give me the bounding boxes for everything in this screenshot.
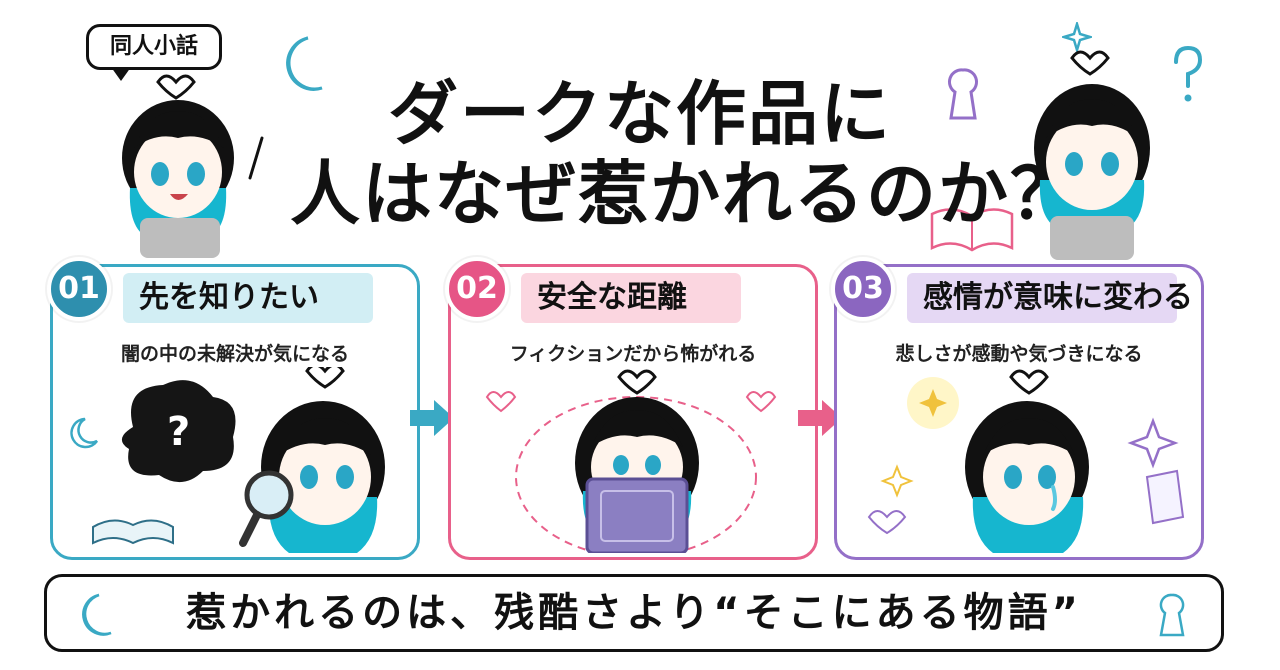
panel-2: 02 安全な距離 フィクションだから怖がれる	[445, 257, 818, 560]
character-holding-book-icon	[485, 369, 777, 553]
panel-1-subtitle: 闇の中の未解決が気になる	[120, 343, 349, 365]
panel-1: 01 先を知りたい 闇の中の未解決が気になる ?	[47, 257, 420, 560]
question-mark-icon	[1174, 45, 1203, 102]
character-left-icon	[122, 74, 264, 258]
svg-text:?: ?	[167, 409, 190, 455]
panel-3-heading: 感情が意味に変わる	[907, 273, 1193, 323]
panel-3-number: 03	[831, 257, 895, 321]
bottom-message-bar: 惹かれるのは、残酷さより“そこにある物語”	[44, 574, 1224, 652]
curious-character-with-magnifier-icon: ?	[70, 367, 385, 553]
panel-2-heading: 安全な距離	[521, 273, 741, 323]
arrow-right-icon	[410, 400, 454, 436]
moon-icon	[286, 36, 323, 91]
page-title-line-2: 人はなぜ惹かれるのか？	[290, 153, 1082, 235]
tag-text: 同人小話	[109, 34, 198, 59]
keyhole-icon	[1159, 593, 1185, 637]
moved-character-with-sparkles-icon	[867, 369, 1185, 553]
page-title-line-1: ダークな作品に	[388, 73, 892, 155]
tag-bubble: 同人小話	[86, 24, 222, 81]
arrow-right-icon	[798, 400, 842, 436]
moon-icon	[82, 593, 112, 636]
bottom-message: 惹かれるのは、残酷さより“そこにある物語”	[186, 590, 1082, 636]
panel-1-heading: 先を知りたい	[123, 273, 373, 323]
keyhole-icon	[948, 68, 978, 120]
character-right-icon	[1034, 50, 1150, 260]
panel-2-subtitle: フィクションだから怖がれる	[509, 343, 757, 365]
panel-3-subtitle: 悲しさが感動や気づきになる	[895, 343, 1143, 365]
open-book-icon	[930, 208, 1014, 252]
panel-2-number: 02	[445, 257, 509, 321]
panel-3: 03 感情が意味に変わる 悲しさが感動や気づきになる	[831, 257, 1204, 560]
sparkle-icon	[1062, 22, 1092, 52]
panel-1-number: 01	[47, 257, 111, 321]
